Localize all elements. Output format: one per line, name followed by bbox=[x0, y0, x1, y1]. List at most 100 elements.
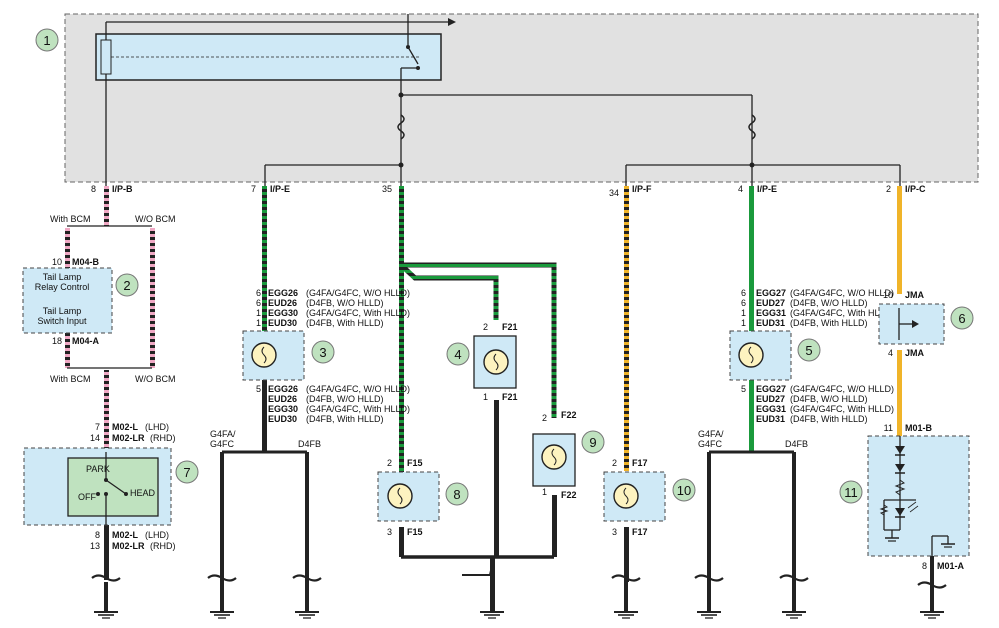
svg-text:F17: F17 bbox=[632, 458, 648, 468]
svg-text:2: 2 bbox=[612, 458, 617, 468]
svg-text:EGG30: EGG30 bbox=[268, 404, 298, 414]
svg-text:2: 2 bbox=[483, 322, 488, 332]
d4fb-label: D4FB bbox=[785, 439, 808, 449]
svg-text:EGG30: EGG30 bbox=[268, 308, 298, 318]
svg-text:3: 3 bbox=[612, 527, 617, 537]
off-label: OFF bbox=[78, 492, 96, 502]
svg-text:13: 13 bbox=[90, 541, 100, 551]
connector-f22-top: 2 F22 bbox=[542, 410, 577, 423]
connector-jma-bottom: 4 JMA bbox=[888, 348, 925, 358]
svg-text:1: 1 bbox=[256, 318, 261, 328]
svg-text:(D4FB, With HLLD): (D4FB, With HLLD) bbox=[306, 318, 384, 328]
svg-text:10: 10 bbox=[52, 257, 62, 267]
svg-text:F21: F21 bbox=[502, 322, 518, 332]
component-callout-9: 9 bbox=[581, 430, 605, 454]
svg-text:7: 7 bbox=[95, 422, 100, 432]
bcm-module-box bbox=[22, 267, 113, 334]
svg-text:(D4FB, With HLLD): (D4FB, With HLLD) bbox=[790, 414, 868, 424]
ground-icon bbox=[920, 582, 944, 619]
svg-text:EGG27: EGG27 bbox=[756, 288, 786, 298]
svg-text:8: 8 bbox=[91, 184, 96, 194]
svg-text:I/P-B: I/P-B bbox=[112, 184, 133, 194]
svg-text:EUD30: EUD30 bbox=[268, 318, 297, 328]
svg-text:I/P-E: I/P-E bbox=[757, 184, 777, 194]
svg-text:1: 1 bbox=[741, 308, 746, 318]
svg-text:(LHD): (LHD) bbox=[145, 530, 169, 540]
ground-icon bbox=[480, 582, 504, 619]
g4fa-label: G4FA/ bbox=[210, 429, 236, 439]
component-callout-4: 4 bbox=[446, 342, 470, 366]
svg-text:EGG27: EGG27 bbox=[756, 384, 786, 394]
connector-f21-bottom: 1 F21 bbox=[483, 392, 518, 402]
g4fc-label: G4FC bbox=[698, 439, 723, 449]
svg-text:6: 6 bbox=[958, 311, 965, 326]
with-bcm-label: With BCM bbox=[50, 374, 91, 384]
connector-f22-bottom: 1 F22 bbox=[542, 487, 577, 500]
component-callout-1: 1 bbox=[35, 28, 59, 52]
svg-text:6: 6 bbox=[256, 298, 261, 308]
svg-text:(G4FA/G4FC, With HLLD): (G4FA/G4FC, With HLLD) bbox=[790, 404, 894, 414]
g4fa-label: G4FA/ bbox=[698, 429, 724, 439]
svg-text:2: 2 bbox=[886, 184, 891, 194]
svg-text:1: 1 bbox=[43, 33, 50, 48]
svg-text:EUD27: EUD27 bbox=[756, 394, 785, 404]
svg-text:(G4FA/G4FC, With HLLD): (G4FA/G4FC, With HLLD) bbox=[306, 404, 410, 414]
svg-text:EGG31: EGG31 bbox=[756, 404, 786, 414]
svg-text:8: 8 bbox=[95, 530, 100, 540]
svg-text:M02-L: M02-L bbox=[112, 422, 139, 432]
svg-text:14: 14 bbox=[90, 433, 100, 443]
svg-text:7: 7 bbox=[251, 184, 256, 194]
svg-text:(G4FA/G4FC, With HLLD): (G4FA/G4FC, With HLLD) bbox=[306, 308, 410, 318]
svg-text:M02-L: M02-L bbox=[112, 530, 139, 540]
head-label: HEAD bbox=[130, 488, 156, 498]
variant-list-left-bottom: 5 EGG26 (G4FA/G4FC, W/O HLLD) EUD26 (D4F… bbox=[256, 384, 410, 424]
ground-icon bbox=[94, 582, 118, 619]
svg-text:M02-LR: M02-LR bbox=[112, 541, 145, 551]
svg-text:EUD31: EUD31 bbox=[756, 318, 785, 328]
svg-text:5: 5 bbox=[741, 384, 746, 394]
svg-text:EGG26: EGG26 bbox=[268, 288, 298, 298]
connector-ip-e-2: 4 I/P-E bbox=[738, 184, 777, 194]
svg-text:4: 4 bbox=[738, 184, 743, 194]
svg-text:F22: F22 bbox=[561, 490, 577, 500]
diode-icon bbox=[895, 446, 905, 454]
component-callout-8: 8 bbox=[445, 482, 469, 506]
svg-text:(D4FB, W/O HLLD): (D4FB, W/O HLLD) bbox=[790, 394, 868, 404]
svg-text:EUD31: EUD31 bbox=[756, 414, 785, 424]
svg-text:JMA: JMA bbox=[905, 290, 925, 300]
svg-text:8: 8 bbox=[453, 487, 460, 502]
arrow-icon bbox=[912, 320, 919, 328]
wo-bcm-label: W/O BCM bbox=[135, 374, 176, 384]
svg-text:3: 3 bbox=[319, 345, 326, 360]
connector-f17-bottom: 3 F17 bbox=[612, 527, 648, 537]
svg-text:EGG31: EGG31 bbox=[756, 308, 786, 318]
splice-icon bbox=[611, 574, 641, 582]
svg-text:18: 18 bbox=[52, 336, 62, 346]
connector-f15-bottom: 3 F15 bbox=[387, 527, 423, 537]
connector-jma-top: 10 JMA bbox=[883, 290, 925, 300]
svg-text:7: 7 bbox=[183, 465, 190, 480]
svg-text:EGG26: EGG26 bbox=[268, 384, 298, 394]
svg-text:11: 11 bbox=[884, 423, 893, 433]
svg-text:(RHD): (RHD) bbox=[150, 433, 176, 443]
svg-text:1: 1 bbox=[542, 487, 547, 497]
variant-list-right-top: 6 EGG27 (G4FA/G4FC, W/O HLLD) 6 EUD27 (D… bbox=[741, 288, 894, 328]
svg-text:(LHD): (LHD) bbox=[145, 422, 169, 432]
connector-m04-a: 18 M04-A bbox=[52, 336, 100, 346]
d4fb-label: D4FB bbox=[298, 439, 321, 449]
connector-ip-e-1: 7 I/P-E bbox=[251, 184, 290, 194]
svg-text:M02-LR: M02-LR bbox=[112, 433, 145, 443]
wo-bcm-label: W/O BCM bbox=[135, 214, 176, 224]
svg-text:(D4FB, W/O HLLD): (D4FB, W/O HLLD) bbox=[306, 298, 384, 308]
component-callout-10: 10 bbox=[672, 478, 696, 502]
svg-text:F15: F15 bbox=[407, 527, 423, 537]
connector-m04-b: 10 M04-B bbox=[52, 257, 100, 267]
svg-text:2: 2 bbox=[387, 458, 392, 468]
svg-text:I/P-F: I/P-F bbox=[632, 184, 652, 194]
arrow-icon bbox=[448, 18, 456, 26]
svg-text:JMA: JMA bbox=[905, 348, 925, 358]
svg-text:M04-A: M04-A bbox=[72, 336, 100, 346]
svg-text:I/P-E: I/P-E bbox=[270, 184, 290, 194]
svg-text:EUD26: EUD26 bbox=[268, 298, 297, 308]
